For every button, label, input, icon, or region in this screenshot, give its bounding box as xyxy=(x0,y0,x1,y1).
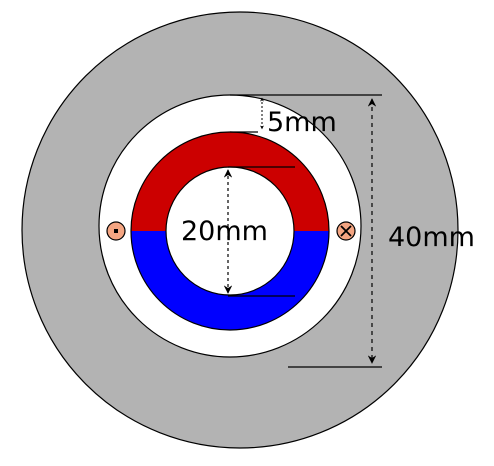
gap-dimension: 5mm xyxy=(230,94,382,138)
outer-diameter-label: 40mm xyxy=(388,222,475,253)
outer-diameter-dimension: 40mm xyxy=(288,98,475,368)
inner-diameter-label: 20mm xyxy=(181,216,268,247)
cross-into-page-icon xyxy=(336,221,356,241)
inner-diameter-dimension: 20mm xyxy=(181,166,295,297)
gap-dimension-label: 5mm xyxy=(267,107,337,138)
dot-out-of-page-icon xyxy=(106,221,126,241)
